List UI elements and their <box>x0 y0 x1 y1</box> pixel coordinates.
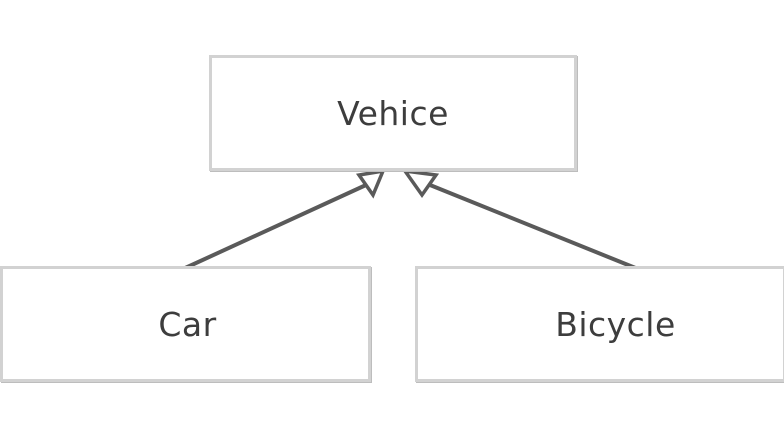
car-class-box: Car <box>0 266 371 382</box>
bicycle-class-label: Bicycle <box>555 304 676 344</box>
vehicle-class-label: Vehice <box>337 93 449 133</box>
car-inheritance-line <box>181 183 368 271</box>
bicycle-class-box: Bicycle <box>415 266 784 382</box>
vehicle-class-box: Vehice <box>209 55 577 171</box>
bicycle-inheritance-arrowhead <box>401 168 440 199</box>
car-class-label: Car <box>158 304 217 344</box>
car-inheritance-arrowhead <box>355 168 386 199</box>
bicycle-inheritance-line <box>428 183 640 271</box>
